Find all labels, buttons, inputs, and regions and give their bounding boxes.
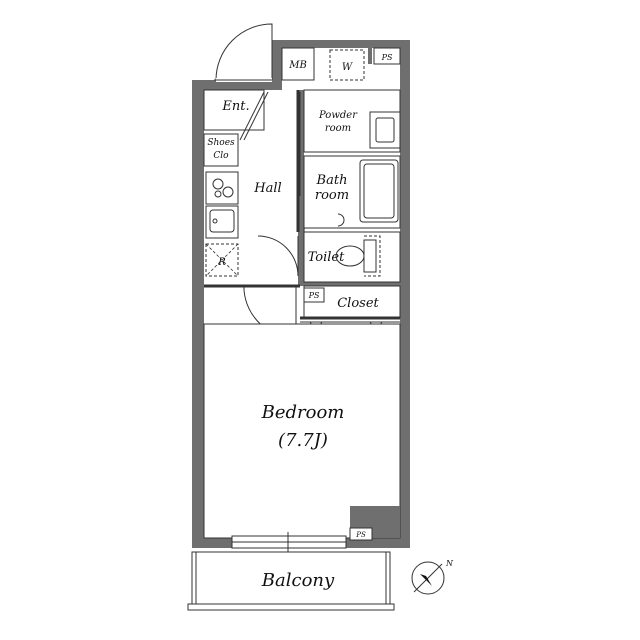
ps-bottom-label: PS (355, 531, 366, 539)
powder-label-2: room (325, 123, 351, 134)
mb-box (281, 47, 315, 81)
vanity-sink (369, 111, 401, 149)
stove (205, 171, 239, 205)
ps-top-label: PS (381, 53, 393, 62)
bedroom (203, 323, 401, 539)
ps-bottom-box (349, 527, 373, 541)
burner-icon (212, 178, 224, 190)
shoes-label-1: Shoes (207, 138, 235, 148)
shoes-label-2: Clo (213, 151, 229, 161)
w-label: W (342, 62, 353, 73)
kitchen-sink (205, 205, 239, 239)
closet-label: Closet (337, 296, 379, 311)
ps-mid-box (303, 287, 325, 303)
entrance-area (203, 89, 265, 131)
shoes-closet (203, 133, 239, 167)
ent-label: Ent. (221, 99, 249, 114)
balcony (191, 551, 391, 609)
toilet-bowl (335, 245, 365, 267)
north-arrow-icon: N (411, 559, 454, 595)
burner-icon (222, 186, 234, 198)
mb-label: MB (288, 60, 307, 71)
bedroom-size-label: (7.7J) (278, 430, 328, 451)
bath-label-1: Bath (316, 173, 348, 188)
toilet-label: Toilet (308, 250, 345, 265)
toilet-room (303, 231, 401, 283)
bedroom-label: Bedroom (261, 402, 345, 423)
hall-label: Hall (253, 181, 281, 196)
balcony-label: Balcony (261, 570, 335, 591)
bathtub (359, 159, 399, 223)
ps-top-box (373, 47, 401, 65)
entry-door-swing (215, 23, 273, 81)
ps-mid-label: PS (308, 291, 320, 300)
compass-label: N (445, 559, 454, 568)
powder-label-1: Powder (318, 110, 358, 121)
r-label: R (217, 257, 226, 268)
bath-room (303, 155, 401, 229)
washer-box (329, 49, 365, 81)
bath-label-2: room (315, 188, 349, 203)
